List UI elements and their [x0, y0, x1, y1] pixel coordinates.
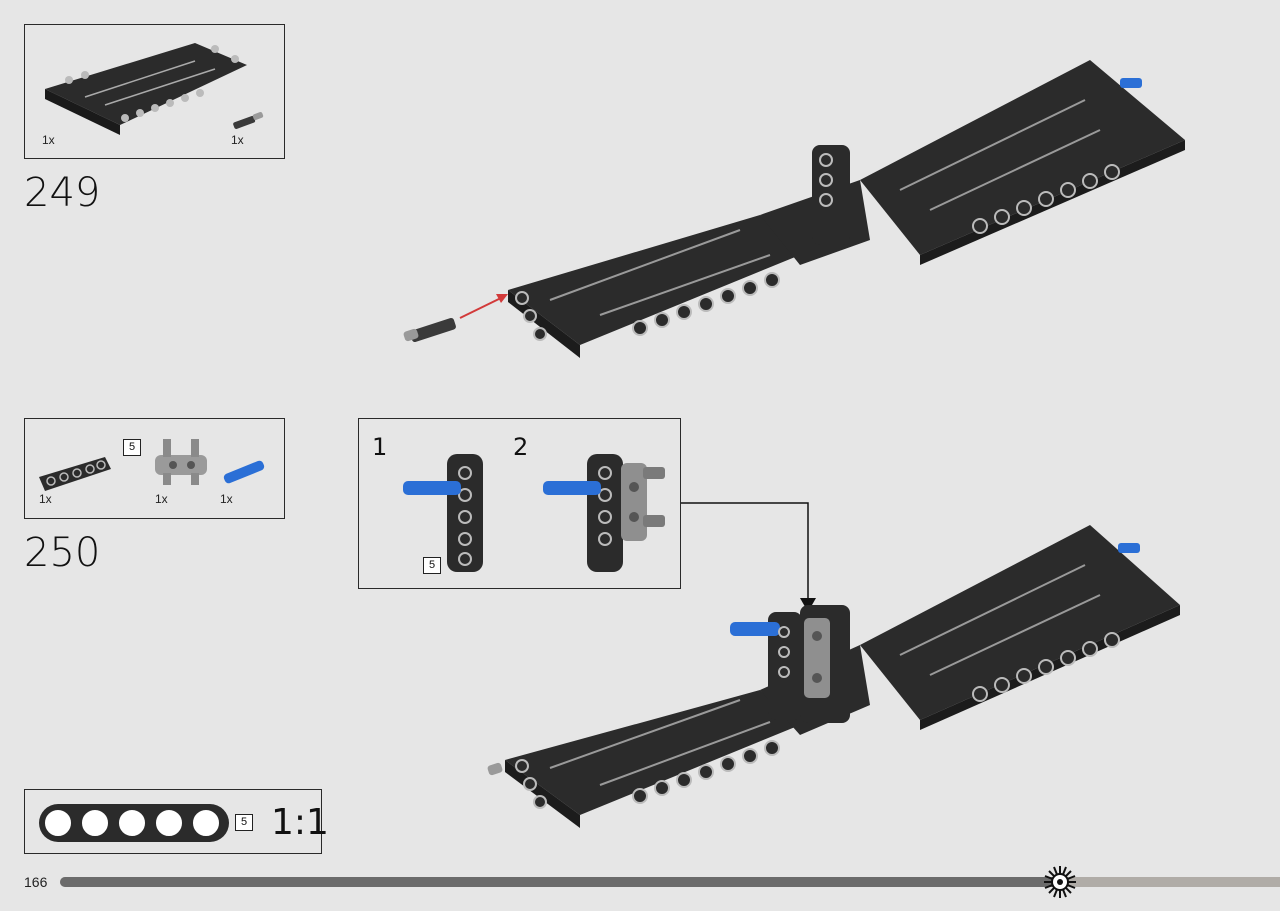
part-qty: 1x: [155, 492, 168, 506]
part-qty: 1x: [42, 133, 55, 147]
step-number-249: 249: [24, 170, 101, 216]
scale-label: 1:1: [271, 802, 329, 843]
page-number: 166: [24, 874, 48, 890]
gear-icon: [1044, 866, 1076, 898]
scale-reference-box: 5 1:1: [24, 789, 329, 854]
substep-2-illustration: [543, 454, 665, 572]
beam-1-to-1-icon: [39, 804, 229, 842]
step-number-250: 250: [24, 530, 101, 576]
subassembly-callout: 1 2 5: [358, 418, 681, 589]
substep-1-illustration: [403, 454, 483, 572]
substep-number: 1: [372, 433, 388, 461]
part-qty: 1x: [39, 492, 52, 506]
parts-callout-250: 5 1x 1x 1x: [24, 418, 285, 519]
part-qty: 1x: [231, 133, 244, 147]
parts-callout-249: 1x 1x: [24, 24, 285, 159]
length-badge: 5: [235, 814, 253, 831]
progress-fill: [60, 877, 1060, 887]
connector-icon: [155, 439, 207, 485]
blue-pin-icon: [223, 460, 265, 484]
length-badge: 5: [123, 439, 141, 456]
length-badge: 5: [423, 557, 441, 574]
part-qty: 1x: [220, 492, 233, 506]
beam-5-icon: [39, 457, 111, 491]
wing-panel-icon: [45, 43, 247, 135]
axle-pin-icon: [233, 112, 264, 129]
substep-number: 2: [513, 433, 529, 461]
